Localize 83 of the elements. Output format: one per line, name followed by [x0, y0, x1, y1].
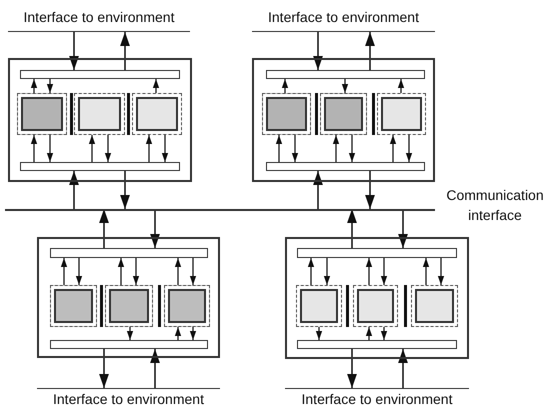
- bus-bar: [20, 70, 180, 79]
- module-block: [50, 285, 97, 327]
- arrow: [276, 135, 282, 162]
- unit-frame: [285, 237, 469, 359]
- arrow: [332, 135, 340, 162]
- arrow: [365, 32, 375, 70]
- arrow: [162, 135, 168, 162]
- arrow: [313, 171, 323, 209]
- module-block: [164, 285, 210, 327]
- module-block: [320, 93, 367, 135]
- arrow: [342, 79, 348, 93]
- arrow: [398, 209, 408, 248]
- bus-bar: [50, 340, 208, 349]
- arrow: [347, 209, 357, 248]
- module-block: [296, 285, 342, 327]
- arrow: [347, 349, 357, 388]
- arrow: [366, 327, 372, 340]
- arrow: [126, 327, 134, 340]
- interface-label: Interface to environment: [302, 390, 452, 407]
- arrow: [313, 32, 323, 70]
- module-block: [17, 93, 67, 135]
- unit-frame: [252, 58, 435, 182]
- arrow: [30, 79, 38, 93]
- arrow: [190, 327, 196, 340]
- unit-frame: [37, 237, 220, 358]
- arrow: [120, 32, 130, 70]
- bus-bar: [266, 70, 425, 79]
- arrow: [60, 258, 68, 285]
- arrow: [120, 171, 130, 209]
- arrow: [398, 349, 408, 388]
- interface-line: [37, 388, 220, 407]
- unit-frame: [8, 58, 192, 182]
- arrow: [69, 171, 79, 209]
- module-block: [262, 93, 311, 135]
- arrow: [99, 209, 109, 248]
- interface-label: Interface to environment: [268, 8, 419, 26]
- arrow: [380, 327, 388, 340]
- bus-bar: [266, 162, 425, 171]
- module-block: [74, 93, 125, 135]
- arrow: [324, 258, 330, 285]
- arrow: [282, 79, 288, 93]
- arrow: [152, 79, 160, 93]
- arrow: [118, 258, 124, 285]
- interface-label: Interface to environment: [53, 390, 204, 407]
- arrow: [46, 135, 54, 162]
- arrow: [174, 258, 182, 285]
- arrow: [46, 79, 54, 93]
- arrow: [406, 135, 412, 162]
- module-block: [132, 93, 182, 135]
- module-block: [105, 285, 153, 327]
- arrow: [30, 135, 38, 162]
- bus-bar: [20, 162, 180, 171]
- bus-bar: [50, 248, 208, 258]
- arrow: [422, 258, 430, 285]
- bus-label: Communication interface: [445, 186, 545, 225]
- arrow: [398, 79, 404, 93]
- arrow: [132, 258, 140, 285]
- arrow: [88, 135, 96, 162]
- arrow: [150, 349, 160, 388]
- arrow: [365, 171, 375, 209]
- arrow: [366, 258, 372, 285]
- arrow: [104, 135, 112, 162]
- bus-bar: [297, 248, 457, 258]
- arrow: [150, 209, 160, 248]
- arrow: [190, 258, 196, 285]
- arrow: [316, 327, 322, 340]
- module-block: [353, 285, 398, 327]
- bus-bar: [297, 340, 457, 349]
- arrow: [174, 327, 182, 340]
- arrow: [390, 135, 396, 162]
- module-block: [411, 285, 458, 327]
- arrow: [348, 135, 356, 162]
- arrow: [76, 258, 82, 285]
- arrow: [438, 258, 444, 285]
- interface-label: Interface to environment: [24, 8, 174, 26]
- arrow: [308, 258, 314, 285]
- interface-line: [285, 388, 469, 407]
- arrow: [292, 135, 298, 162]
- arrow: [99, 349, 109, 388]
- arrow: [146, 135, 152, 162]
- module-block: [377, 93, 426, 135]
- arrow: [69, 32, 79, 70]
- arrow: [380, 258, 388, 285]
